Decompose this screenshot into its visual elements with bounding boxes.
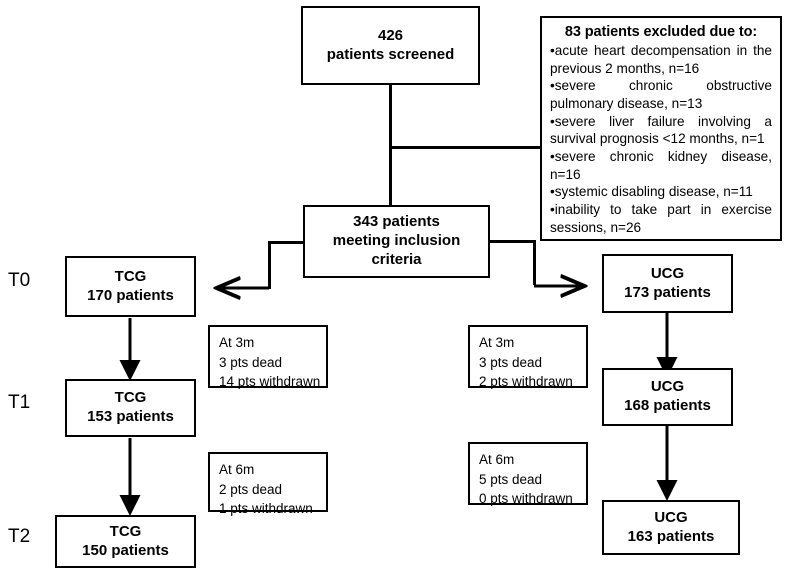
- tcg-t0-count: 170 patients: [87, 286, 174, 304]
- box-screened: 426 patients screened: [301, 6, 480, 85]
- excluded-item-1: •severe chronic obstructive pulmonary di…: [550, 78, 772, 112]
- note-tcg-6m: At 6m 2 pts dead 1 pts withdrawn: [208, 452, 328, 516]
- excluded-item-4: •systemic disabling disease, n=11: [550, 184, 753, 200]
- excluded-item-0: •acute heart decompensation in the previ…: [550, 43, 772, 76]
- excluded-item-5: •inability to take part in exercise sess…: [550, 202, 772, 235]
- box-tcg-t0: TCG 170 patients: [65, 256, 196, 317]
- included-line3: criteria: [371, 250, 422, 268]
- connector-included-left-top: [268, 241, 305, 244]
- note-tcg-3m-line1: At 3m: [219, 335, 255, 350]
- tcg-t1-group: TCG: [114, 389, 147, 407]
- note-ucg-3m-line1: At 3m: [479, 335, 515, 350]
- tcg-t2-count: 150 patients: [82, 541, 169, 559]
- excluded-title: 83 patients excluded due to:: [564, 24, 758, 40]
- note-ucg-3m-line3: 2 pts withdrawn: [479, 374, 573, 390]
- tcg-t1-count: 153 patients: [87, 408, 174, 425]
- connector-to-excluded: [389, 146, 542, 149]
- screened-label: patients screened: [326, 45, 455, 63]
- connector-screened-to-included: [389, 85, 392, 206]
- note-tcg-3m-line2: 3 pts dead: [219, 354, 283, 370]
- excluded-item-2: •severe liver failure involving a surviv…: [550, 113, 772, 147]
- tcg-t0-group: TCG: [114, 267, 147, 285]
- timepoint-label-t2: T2: [8, 526, 31, 547]
- ucg-t2-group: UCG: [654, 508, 688, 526]
- note-ucg-6m-line2: 5 pts dead: [479, 471, 543, 487]
- note-ucg-3m: At 3m 3 pts dead 2 pts withdrawn: [468, 325, 588, 389]
- box-ucg-t1: UCG 168 patients: [602, 368, 733, 426]
- note-ucg-3m-line2: 3 pts dead: [479, 354, 543, 370]
- ucg-t0-count: 173 patients: [624, 283, 711, 301]
- tcg-t2-group: TCG: [109, 522, 142, 540]
- screened-count: 426: [377, 26, 404, 44]
- connector-included-right-top: [490, 240, 536, 243]
- ucg-t0-group: UCG: [650, 264, 685, 282]
- included-line2: meeting inclusion: [332, 232, 461, 250]
- included-line1: 343 patients: [353, 213, 440, 231]
- timepoint-label-t1: T1: [8, 392, 31, 413]
- box-included: 343 patients meeting inclusion criteria: [303, 205, 490, 278]
- ucg-t2-count: 163 patients: [627, 527, 715, 545]
- box-ucg-t2: UCG 163 patients: [602, 500, 740, 555]
- box-excluded: 83 patients excluded due to: •acute hear…: [540, 16, 782, 241]
- note-tcg-3m-line3: 14 pts withdrawn: [219, 374, 321, 390]
- note-ucg-6m: At 6m 5 pts dead 0 pts withdrawn: [468, 442, 588, 506]
- note-ucg-6m-line1: At 6m: [479, 452, 515, 467]
- timepoint-label-t0: T0: [8, 270, 31, 291]
- note-tcg-6m-line2: 2 pts dead: [219, 481, 283, 497]
- ucg-t1-group: UCG: [650, 378, 685, 396]
- connector-included-left-down: [268, 241, 271, 289]
- box-tcg-t2: TCG 150 patients: [55, 515, 196, 568]
- note-tcg-6m-line1: At 6m: [219, 462, 255, 477]
- box-tcg-t1: TCG 153 patients: [65, 379, 196, 437]
- note-tcg-3m: At 3m 3 pts dead 14 pts withdrawn: [208, 325, 328, 389]
- excluded-item-3: •severe chronic kidney disease, n=16: [550, 149, 772, 182]
- connector-included-right-down: [533, 240, 536, 285]
- note-ucg-6m-line3: 0 pts withdrawn: [479, 491, 573, 507]
- note-tcg-6m-line3: 1 pts withdrawn: [219, 501, 313, 517]
- box-ucg-t0: UCG 173 patients: [602, 254, 733, 313]
- ucg-t1-count: 168 patients: [624, 397, 711, 414]
